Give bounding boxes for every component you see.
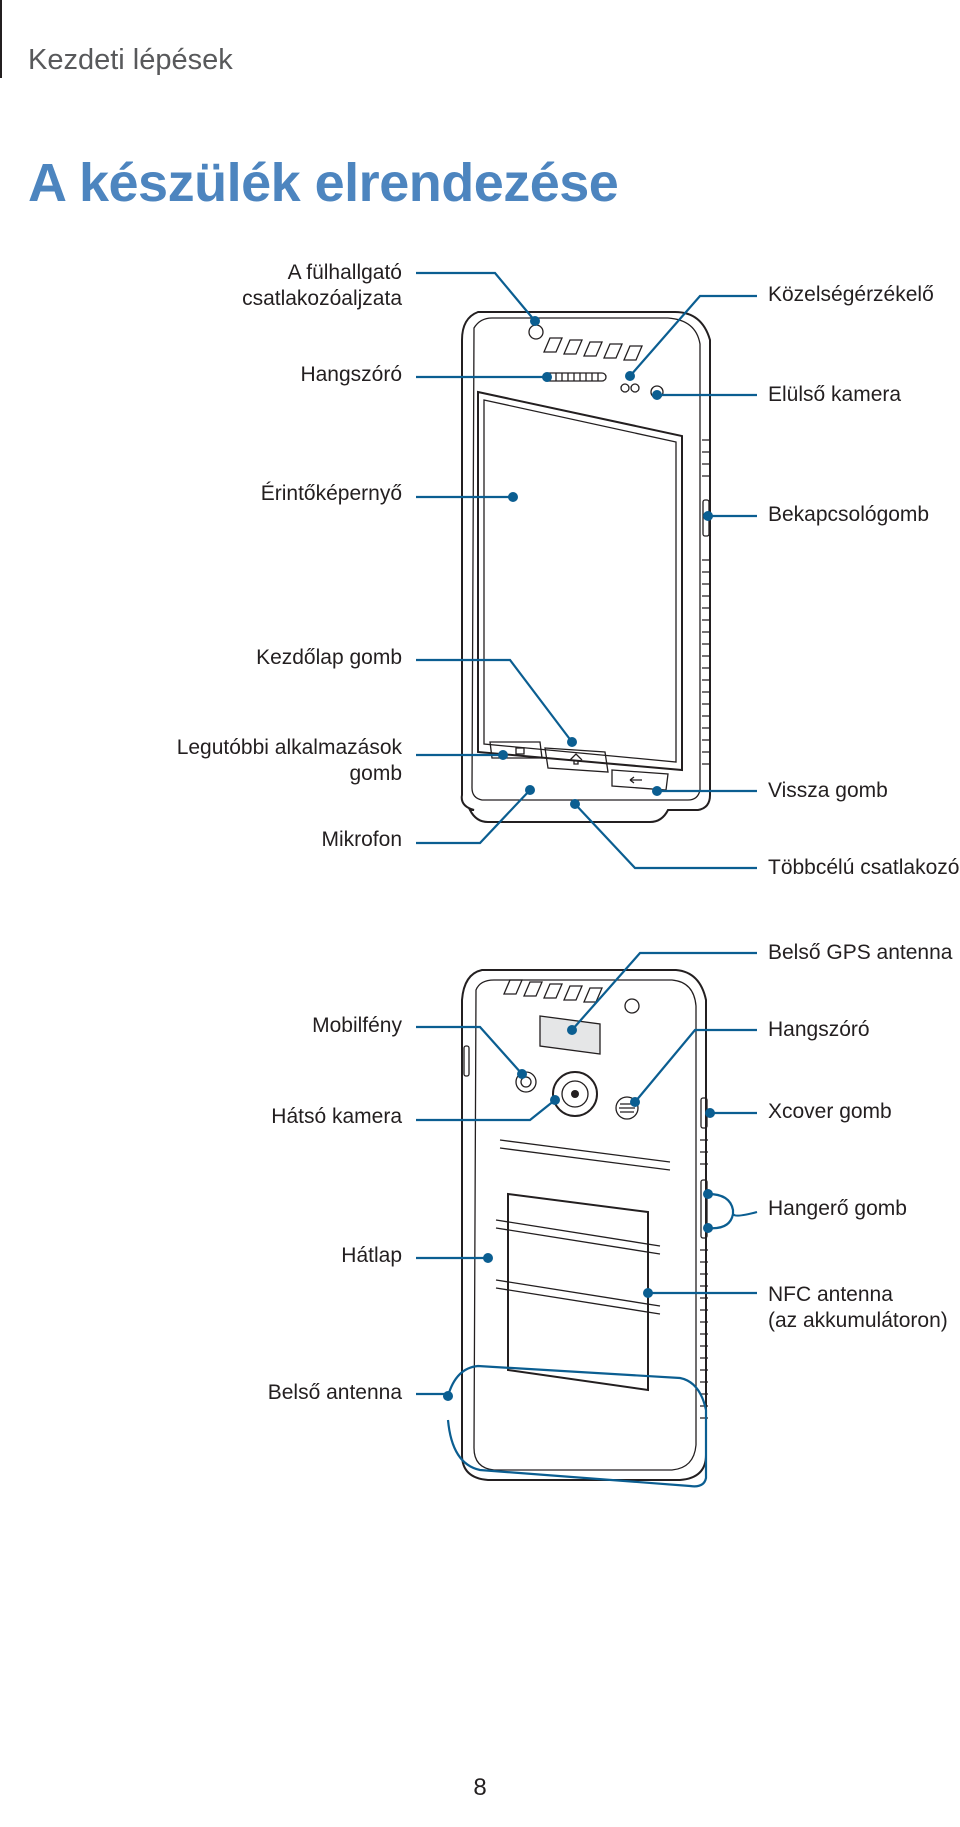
label-microphone: Mikrofon	[321, 828, 402, 851]
label-flash: Mobilfény	[312, 1014, 402, 1037]
label-xcover-button: Xcover gomb	[768, 1100, 892, 1123]
label-speaker-front: Hangszóró	[300, 363, 402, 386]
margin-rule	[0, 0, 2, 78]
page-title: A készülék elrendezése	[28, 153, 619, 213]
front-phone-drawing	[460, 311, 711, 823]
label-back-cover: Hátlap	[341, 1244, 402, 1267]
label-recent-apps-button: Legutóbbi alkalmazások gomb	[176, 736, 402, 785]
label-nfc-antenna: NFC antenna (az akkumulátoron)	[768, 1283, 948, 1332]
label-rear-camera: Hátsó kamera	[271, 1105, 402, 1128]
label-multipurpose-jack: Többcélú csatlakozó	[768, 856, 960, 879]
label-proximity-sensor: Közelségérzékelő	[768, 283, 934, 306]
label-volume-button: Hangerő gomb	[768, 1197, 907, 1220]
section-header: Kezdeti lépések	[28, 44, 233, 76]
label-front-camera: Elülső kamera	[768, 383, 902, 406]
page-number: 8	[473, 1774, 487, 1801]
label-headphone-jack: A fülhallgató csatlakozóaljzata	[242, 261, 402, 310]
back-callouts	[416, 951, 758, 1488]
label-gps-antenna: Belső GPS antenna	[768, 941, 953, 964]
back-phone-drawing	[461, 969, 708, 1481]
label-internal-antenna: Belső antenna	[267, 1381, 402, 1404]
label-back-button: Vissza gomb	[768, 779, 888, 802]
label-touchscreen: Érintőképernyő	[260, 482, 402, 505]
front-callouts	[416, 271, 757, 870]
label-speaker-back: Hangszóró	[768, 1018, 870, 1041]
label-power-button: Bekapcsológomb	[768, 503, 930, 526]
label-home-button: Kezdőlap gomb	[256, 646, 402, 669]
